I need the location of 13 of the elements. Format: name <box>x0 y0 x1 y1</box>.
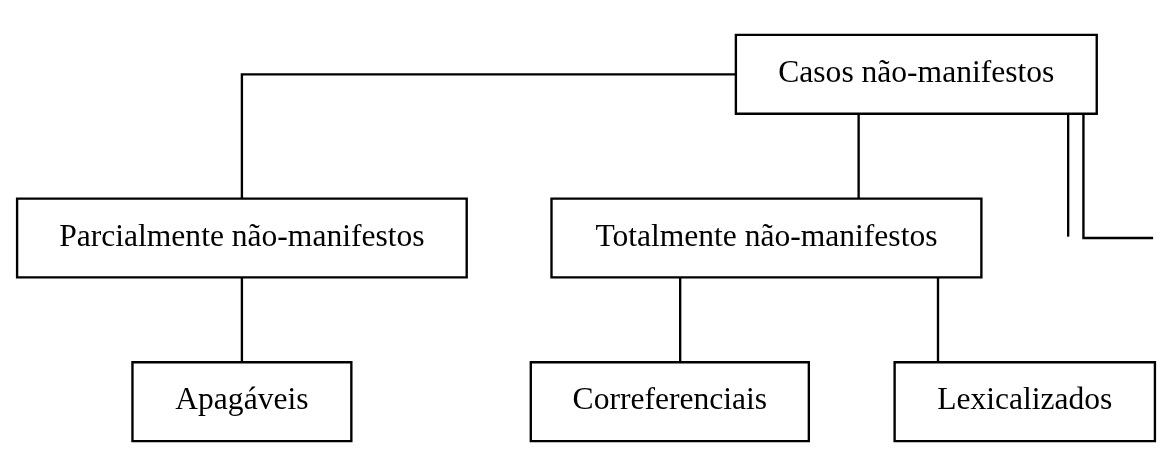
connector <box>1082 113 1154 239</box>
connector <box>936 277 940 362</box>
node-box: Casos não-manifestos <box>734 33 1098 115</box>
connector <box>679 277 682 362</box>
node-box: Apagáveis <box>131 360 353 442</box>
connector <box>857 113 860 198</box>
connector <box>240 72 736 198</box>
node-box: Correferenciais <box>529 360 811 442</box>
node-box: Parcialmente não-manifestos <box>15 196 468 279</box>
node-box: Totalmente não-manifestos <box>550 196 983 279</box>
connector <box>240 277 244 362</box>
node-box: Lexicalizados <box>893 360 1157 442</box>
connector <box>1066 113 1070 237</box>
